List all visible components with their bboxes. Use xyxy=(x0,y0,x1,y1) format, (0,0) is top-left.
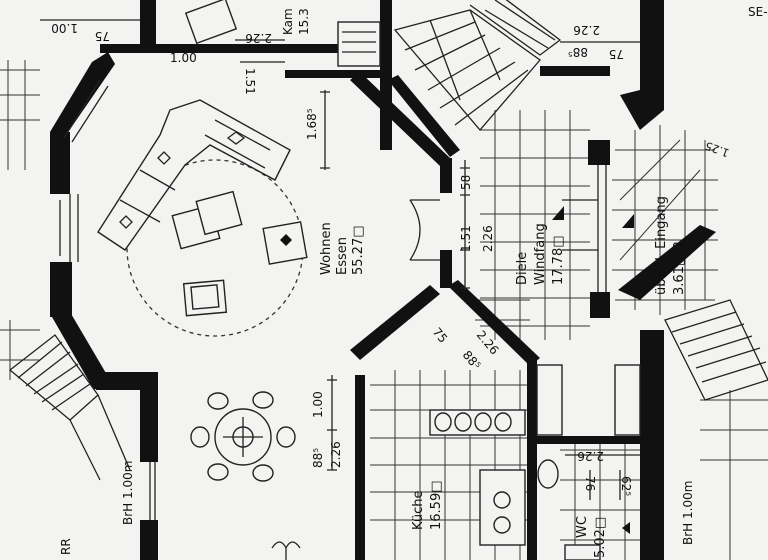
brh-left: BrH 1.00m xyxy=(121,461,135,525)
coffee-tables xyxy=(171,190,243,250)
dim-168: 1.68⁵ xyxy=(305,108,319,140)
dim-151-top: 1.51 xyxy=(243,68,257,95)
dim-76: 76 xyxy=(583,476,597,491)
top-armchair xyxy=(184,0,238,45)
wc-room-area: 5.02□ xyxy=(593,517,608,558)
sofa-corner xyxy=(97,99,291,251)
staircase-main xyxy=(393,0,562,132)
dim-226-stair: 2.26 xyxy=(573,23,600,37)
fireplace-room-area: 15.3 xyxy=(297,8,311,35)
dim-88-stair: 88⁵ xyxy=(568,45,588,59)
living-room-name2: Essen xyxy=(335,237,350,275)
rr-label: RR xyxy=(59,538,73,555)
wc-room-name: WC xyxy=(575,516,590,538)
kitchen-room-name: Küche xyxy=(411,490,426,530)
living-room-name: Wohnen xyxy=(319,222,334,275)
dim-226-top: 2.26 xyxy=(245,31,272,45)
dim-226-left: 2.26 xyxy=(329,441,343,468)
dimension-lines xyxy=(40,19,640,500)
hall-room-area: 17.78□ xyxy=(551,236,566,286)
windows xyxy=(59,79,607,520)
dimension-labels: 75 1.00 2.26 1.00 1.51 2.26 88⁵ 75 1.68⁵… xyxy=(51,5,768,555)
staircase-left xyxy=(8,334,131,481)
dining-grid xyxy=(0,60,768,560)
dim-88-kitchen: 88⁵ xyxy=(460,348,484,373)
dim-88-left: 88⁵ xyxy=(311,448,325,468)
dim-58: 58 xyxy=(459,175,473,190)
dim-226-wc: 2.26 xyxy=(577,449,604,463)
dim-100-left: 1.00 xyxy=(311,391,325,418)
dim-75-stair: 75 xyxy=(609,47,624,61)
entrance-room-name: überd. Eingang xyxy=(654,196,669,295)
armchairs xyxy=(182,221,308,317)
dim-151-mid: 1.51 xyxy=(459,225,473,252)
wc-tiling xyxy=(560,440,640,560)
dim-75-kitchen: 75 xyxy=(430,325,451,346)
dim-125: 1.25 xyxy=(704,139,731,160)
door-arcs xyxy=(409,199,634,261)
entrance-tiling xyxy=(612,125,718,315)
fireplace-room-name: Kam xyxy=(281,8,295,35)
walls xyxy=(50,0,716,560)
far-right-label: SE-D xyxy=(748,5,768,19)
kitchen-room-area: 16.59□ xyxy=(429,481,444,531)
fireplace xyxy=(337,21,381,67)
hall-room-name: Diele xyxy=(515,252,530,285)
dim-226-mid: 2.26 xyxy=(481,225,495,252)
wc-fixtures xyxy=(537,459,630,560)
plant xyxy=(271,541,301,560)
dining-table xyxy=(190,391,296,482)
kitchen-cabinets xyxy=(429,364,641,546)
brh-right: BrH 1.00m xyxy=(681,481,695,545)
staircase-right xyxy=(664,299,768,401)
dim-75-top: 75 xyxy=(95,29,110,43)
entrance-room-area: 3.61□/2 xyxy=(672,241,687,295)
hall-room-name2: Windfang xyxy=(533,223,548,285)
dim-100-top: 1.00 xyxy=(51,21,78,35)
dim-100-top2: 1.00 xyxy=(170,51,197,65)
dim-62: 62⁵ xyxy=(619,476,633,496)
living-room-area: 55.27□ xyxy=(351,226,366,276)
room-labels: Wohnen Essen 55.27□ Diele Windfang 17.78… xyxy=(281,8,687,558)
